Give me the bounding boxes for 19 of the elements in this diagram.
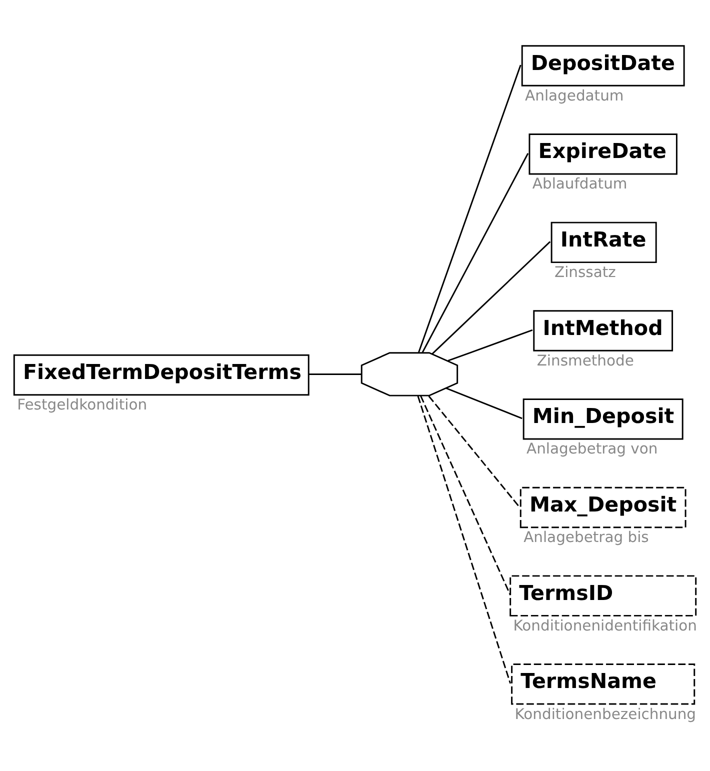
node-label: Konditionenbezeichnung: [514, 705, 696, 722]
node-label: Festgeldkondition: [17, 396, 148, 414]
node-label: Zinsmethode: [536, 352, 634, 369]
node-label: Anlagedatum: [525, 86, 624, 104]
connector: [417, 395, 512, 684]
connector: [448, 328, 533, 361]
node-octagon: [360, 352, 458, 396]
connector: [422, 152, 529, 352]
connector: [428, 395, 520, 507]
connector: [420, 395, 511, 595]
node-label: Ablaufdatum: [532, 175, 628, 192]
connector: [308, 372, 362, 374]
node-label: Anlagebetrag bis: [524, 528, 649, 546]
connector: [418, 64, 522, 352]
node-label: Zinssatz: [554, 264, 616, 281]
connector: [446, 387, 522, 419]
node-label: Anlagebetrag von: [526, 440, 658, 458]
node-label: Konditionenidentifikation: [513, 616, 697, 634]
connector: [432, 240, 551, 354]
